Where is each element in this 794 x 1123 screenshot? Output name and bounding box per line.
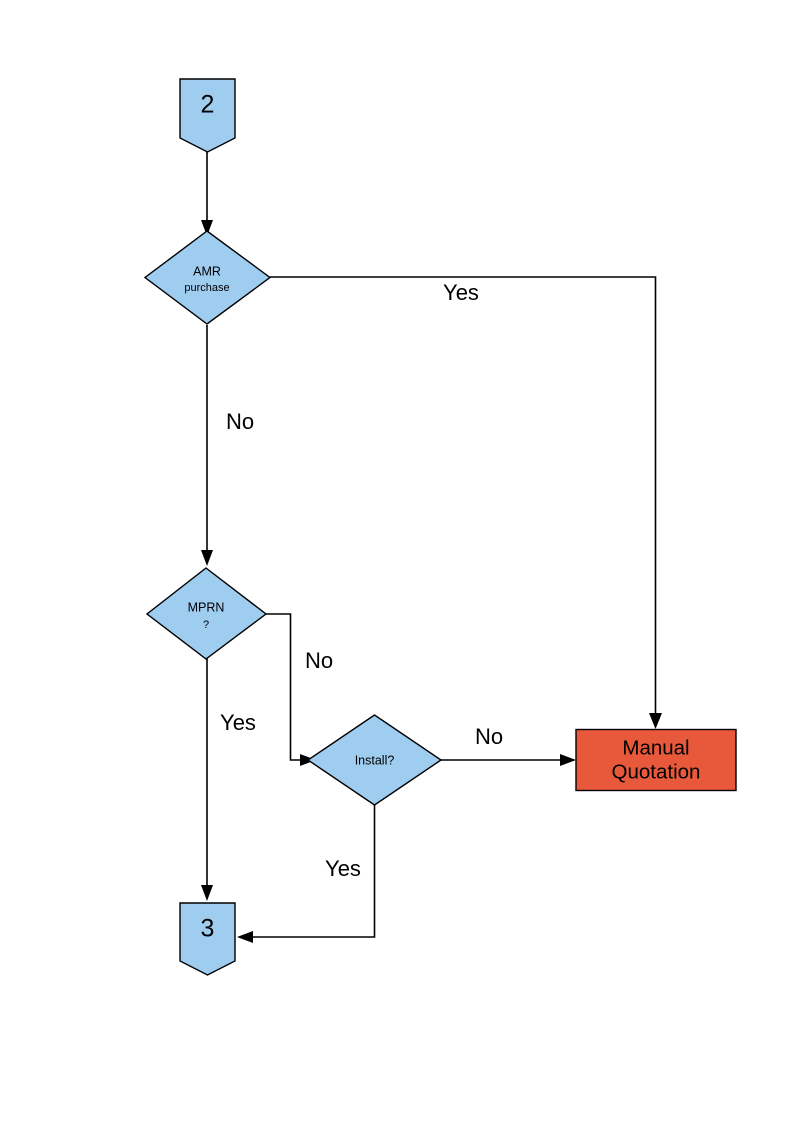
- node-decision-install[interactable]: Install?: [306, 714, 443, 806]
- decision-install-label: Install?: [355, 753, 395, 767]
- arrow-head: [560, 754, 576, 766]
- edge-label-amr-no: No: [226, 409, 254, 434]
- edge-label-amr-yes: Yes: [443, 280, 479, 305]
- decision-amr-shape[interactable]: [143, 230, 272, 325]
- node-connector-in[interactable]: 2: [179, 78, 236, 153]
- node-connector-out[interactable]: 3: [179, 902, 236, 976]
- arrow-head: [201, 885, 213, 901]
- edge-install-no-to-manual-quotation: [441, 754, 576, 766]
- connector-out-label: 3: [201, 915, 215, 943]
- connector-out-shape[interactable]: [179, 902, 236, 976]
- decision-mprn-shape[interactable]: [145, 567, 268, 660]
- edge-label-mprn-yes: Yes: [220, 710, 256, 735]
- edge-line: [270, 276, 657, 721]
- edge-label-install-no: No: [475, 724, 503, 749]
- edge-install-yes-to-connector3: [237, 804, 376, 943]
- node-decision-amr[interactable]: AMR purchase: [143, 230, 272, 325]
- arrow-head: [237, 931, 253, 943]
- manual-quotation-label-line2: Quotation: [612, 760, 701, 783]
- node-process-manual-quotation[interactable]: Manual Quotation: [575, 728, 737, 792]
- decision-mprn-label-line2: ?: [203, 619, 209, 631]
- connector-in-shape[interactable]: [179, 78, 236, 153]
- edge-mprn-no-to-install: [266, 613, 316, 766]
- decision-install-shape[interactable]: [306, 714, 443, 806]
- connector-in-label: 2: [201, 91, 215, 119]
- edge-amr-no-to-mprn: [201, 325, 213, 566]
- manual-quotation-label-line1: Manual: [622, 736, 689, 759]
- decision-amr-label-line2: purchase: [184, 282, 229, 294]
- node-decision-mprn[interactable]: MPRN ?: [145, 567, 268, 660]
- edge-label-mprn-no: No: [305, 648, 333, 673]
- edge-line: [245, 804, 376, 938]
- edge-line: [266, 613, 308, 761]
- manual-quotation-shape[interactable]: [575, 728, 737, 792]
- edge-connector2-to-amr: [201, 150, 213, 236]
- arrow-head: [201, 220, 213, 236]
- arrow-head: [201, 550, 213, 566]
- edge-mprn-yes-to-connector3: [201, 658, 213, 901]
- arrow-head: [649, 713, 662, 729]
- edge-amr-yes-to-manual-quotation: [270, 276, 662, 729]
- edge-label-install-yes: Yes: [325, 856, 361, 881]
- decision-mprn-label-line1: MPRN: [188, 600, 225, 614]
- decision-amr-label-line1: AMR: [193, 264, 221, 278]
